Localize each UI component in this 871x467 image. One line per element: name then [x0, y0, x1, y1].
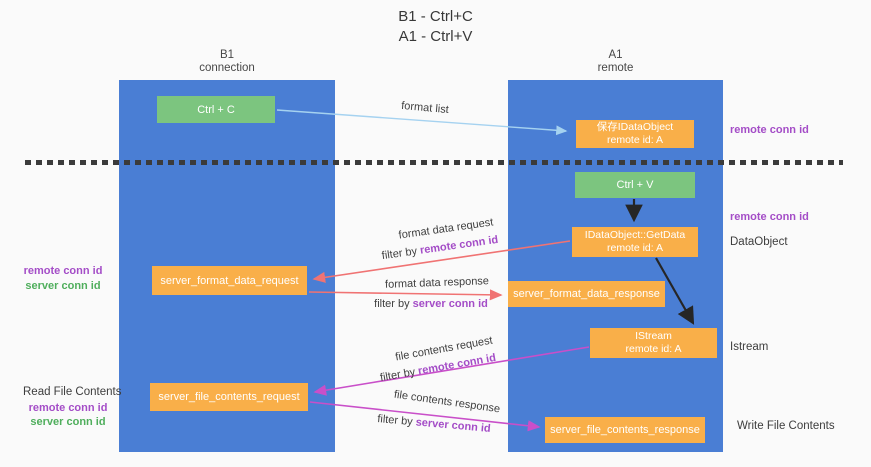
phase-separator-dashed-line — [25, 160, 843, 165]
filter-prefix: filter by — [374, 298, 413, 310]
server-file-contents-response-label: server_file_contents_response — [550, 424, 700, 436]
save-idataobject-node: 保存IDataObject remote id: A — [576, 120, 694, 148]
idataobject-getdata-node: IDataObject::GetData remote id: A — [572, 227, 698, 257]
server-file-contents-request-label: server_file_contents_request — [158, 391, 300, 403]
getdata-line2: remote id: A — [606, 242, 664, 254]
ctrl-v-node: Ctrl + V — [575, 172, 695, 198]
title-line-2: A1 - Ctrl+V — [398, 28, 473, 45]
write-file-contents-label: Write File Contents — [737, 420, 835, 432]
diagram-title: B1 - Ctrl+C A1 - Ctrl+V — [0, 7, 871, 47]
getdata-to-istream-arrow — [655, 257, 695, 325]
left-column-role: connection — [199, 62, 255, 74]
file-contents-response-arrow — [309, 401, 541, 432]
format-data-response-arrow — [308, 289, 503, 301]
left-mid-server-conn-id: server conn id — [25, 280, 101, 292]
filter-key: server conn id — [412, 298, 488, 310]
server-file-contents-request-node: server_file_contents_request — [150, 383, 308, 411]
istream-line1: IStream — [635, 330, 672, 342]
server-format-data-response-node: server_format_data_response — [508, 281, 665, 307]
server-file-contents-response-node: server_file_contents_response — [545, 417, 705, 443]
right-top-remote-conn-id: remote conn id — [730, 124, 809, 136]
read-file-contents-label: Read File Contents — [23, 386, 122, 398]
getdata-line1: IDataObject::GetData — [584, 229, 686, 241]
server-format-data-request-label: server_format_data_request — [160, 274, 299, 287]
istream-label: Istream — [730, 341, 769, 353]
format-list-arrow — [276, 109, 568, 136]
right-column-role: remote — [597, 62, 634, 74]
left-bottom-remote-conn-id: remote conn id — [28, 402, 108, 414]
ctrl-c-label: Ctrl + C — [197, 103, 235, 116]
server-format-data-request-node: server_format_data_request — [152, 266, 307, 295]
save-idataobject-line1: 保存IDataObject — [596, 121, 674, 133]
left-bottom-server-conn-id: server conn id — [30, 416, 106, 428]
right-column-header: A1 remote — [508, 49, 723, 75]
ctrl-v-label: Ctrl + V — [616, 179, 654, 191]
right-mid-remote-conn-id: remote conn id — [730, 211, 809, 223]
left-column-header: B1 connection — [119, 49, 335, 75]
file-contents-request-arrow — [313, 346, 590, 396]
right-column-name: A1 — [608, 49, 623, 61]
istream-line2: remote id: A — [625, 343, 682, 355]
title-line-1: B1 - Ctrl+C — [398, 8, 473, 25]
server-format-data-response-label: server_format_data_response — [513, 288, 660, 300]
istream-node: IStream remote id: A — [590, 328, 717, 358]
ctrl-c-node: Ctrl + C — [157, 96, 275, 123]
save-idataobject-line2: remote id: A — [606, 134, 664, 146]
dataobject-label: DataObject — [730, 236, 788, 248]
left-mid-remote-conn-id: remote conn id — [23, 265, 103, 277]
format-data-request-arrow — [312, 240, 571, 283]
left-column-name: B1 — [219, 49, 235, 61]
format-data-response-filter: filter by server conn id — [374, 298, 488, 310]
